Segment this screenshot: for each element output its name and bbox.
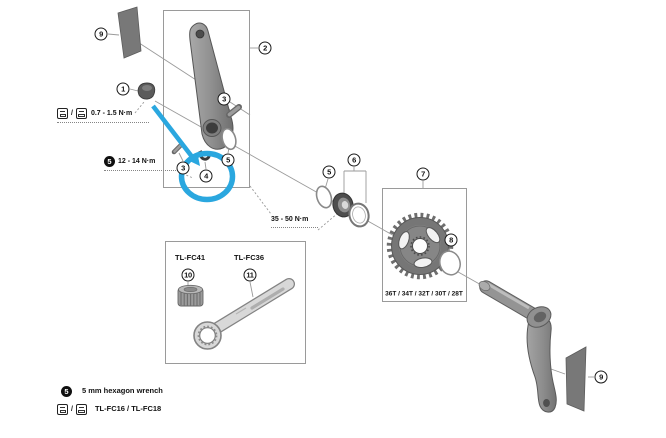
crank-protector-right [565,346,587,412]
callout-8: 8 [444,233,458,247]
crank-protector-left [117,6,142,59]
callout-7: 7 [416,167,430,181]
chainring-teeth-options: 36T / 34T / 32T / 30T / 28T [385,290,463,298]
legend-cap-tools-label: TL-FC16 / TL-FC18 [94,404,162,414]
tools-frame [165,241,306,364]
tl-fc41-tool [177,284,204,307]
slash-separator: / [71,110,73,117]
callout-4: 4 [199,169,213,183]
tl-fc16-icon [57,108,68,119]
callout-1: 1 [116,82,130,96]
bearing-spacer-ring [348,202,370,228]
legend-hex-wrench: 5 5 mm hexagon wrench [61,386,163,397]
tool-header-tl-fc41: TL-FC41 [175,252,205,262]
cap-torque-label: / 0.7 - 1.5 N·m [57,108,149,123]
tl-fc36-wrench [193,278,295,350]
hex-wrench-badge-icon: 5 [61,386,72,397]
callout-9-right: 9 [594,370,608,384]
callout-6: 6 [347,153,361,167]
pinch-bolt-right [226,104,242,118]
pinch-torque-value: 12 - 14 N·m [118,157,156,165]
callout-9-top: 9 [94,27,108,41]
tl-fc18-icon [75,404,87,415]
callout-2: 2 [258,41,272,55]
callout-5-crank: 5 [221,153,235,167]
hex-wrench-badge-icon: 5 [104,156,115,167]
callout-3-right: 3 [217,92,231,106]
highlight-annotation [151,104,236,203]
callout-10: 10 [181,268,195,282]
highlight-circle [178,150,236,203]
right-crank-assembly [478,280,557,413]
lockring-torque-value: 35 - 50 N·m [271,216,309,223]
chainring-frame [382,188,467,302]
bearing-unit [332,192,354,218]
callout-3-left: 3 [176,161,190,175]
slash-separator: / [71,406,73,413]
lockring-torque-label: 35 - 50 N·m [271,216,318,228]
tl-fc16-icon [57,404,68,415]
o-ring-crank [221,127,237,151]
callout-11: 11 [243,268,257,282]
legend-cap-tools: / TL-FC16 / TL-FC18 [57,404,161,415]
tool-header-tl-fc36: TL-FC36 [234,252,264,262]
left-crank-frame [163,10,250,188]
callout-5-bearing: 5 [322,165,336,179]
crank-arm-cap [137,82,156,100]
legend-hex-wrench-label: 5 mm hexagon wrench [82,386,163,396]
left-crank-arm [189,22,234,150]
tl-fc18-icon [75,108,87,119]
pinch-torque-label: 5 12 - 14 N·m [104,156,178,171]
cap-torque-value: 0.7 - 1.5 N·m [90,109,133,117]
highlight-arrow-shaft [151,104,195,160]
o-ring-chainring [439,250,461,276]
torque-leader-lines [134,101,339,231]
o-ring-bearing [315,185,333,209]
